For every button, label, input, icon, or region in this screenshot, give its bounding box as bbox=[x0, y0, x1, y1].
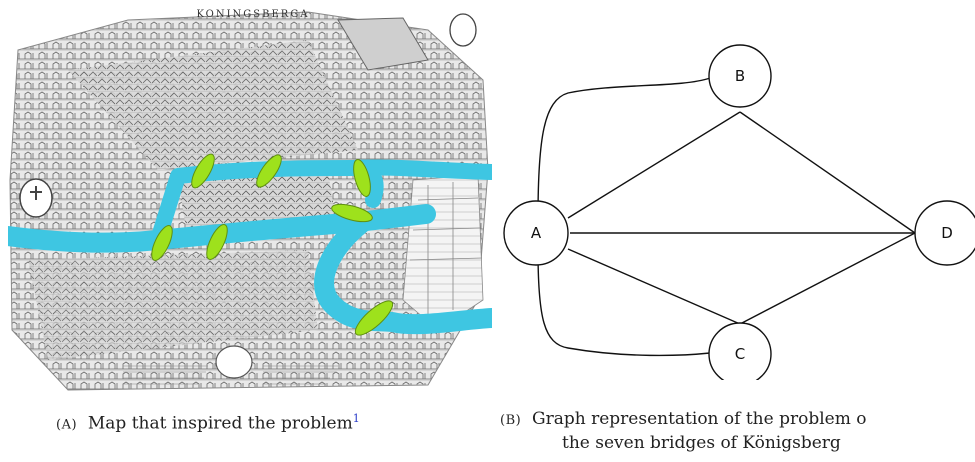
caption-a-text: Map that inspired the problem bbox=[87, 413, 353, 434]
edge-a-c-inner bbox=[567, 248, 741, 325]
konigsberg-map: KONINGSBERGA bbox=[0, 0, 502, 394]
coat-of-arms-bottom bbox=[215, 345, 253, 379]
caption-a: (A) Map that inspired the problem1 bbox=[56, 408, 360, 437]
bridge-1 bbox=[191, 153, 215, 189]
vorstadt-district bbox=[28, 250, 318, 360]
caption-a-tag: (A) bbox=[56, 417, 78, 433]
bridge-2 bbox=[256, 154, 282, 188]
node-d bbox=[914, 200, 975, 266]
caption-b-text-line1: Graph representation of the problem o bbox=[532, 409, 867, 429]
node-c-label: C bbox=[735, 345, 745, 363]
altstadt-district bbox=[68, 40, 358, 170]
node-b-label: B bbox=[735, 67, 745, 85]
coat-of-arms-right bbox=[449, 13, 477, 47]
castle-grounds bbox=[337, 17, 429, 71]
caption-b: (B) Graph representation of the problem … bbox=[500, 408, 970, 454]
bridge-7 bbox=[354, 300, 394, 336]
graph-edges bbox=[537, 77, 916, 357]
bridges bbox=[151, 153, 394, 336]
edge-a-b-inner bbox=[567, 111, 741, 219]
graph-drawing: A B C D bbox=[503, 44, 975, 386]
bridge-4 bbox=[331, 203, 373, 223]
node-d-label: D bbox=[941, 224, 953, 242]
caption-b-tag: (B) bbox=[500, 413, 522, 428]
edge-c-d bbox=[739, 232, 916, 325]
node-a-label: A bbox=[531, 224, 542, 242]
node-b bbox=[708, 44, 772, 108]
map-title: KONINGSBERGA bbox=[196, 9, 309, 20]
edge-b-d bbox=[739, 111, 916, 234]
caption-b-text-line2: the seven bridges of Königsberg bbox=[562, 433, 841, 453]
edge-a-c-outer bbox=[537, 249, 711, 357]
map-drawing: KONINGSBERGA bbox=[0, 0, 502, 394]
bridge-5 bbox=[151, 225, 173, 261]
footnote-link[interactable]: 1 bbox=[352, 412, 360, 425]
konigsberg-graph: A B C D bbox=[496, 28, 975, 386]
edge-a-b-outer bbox=[537, 77, 711, 219]
bridge-6 bbox=[206, 224, 228, 260]
bridge-3 bbox=[353, 159, 371, 197]
node-a bbox=[503, 200, 569, 266]
map-legend bbox=[123, 365, 338, 385]
